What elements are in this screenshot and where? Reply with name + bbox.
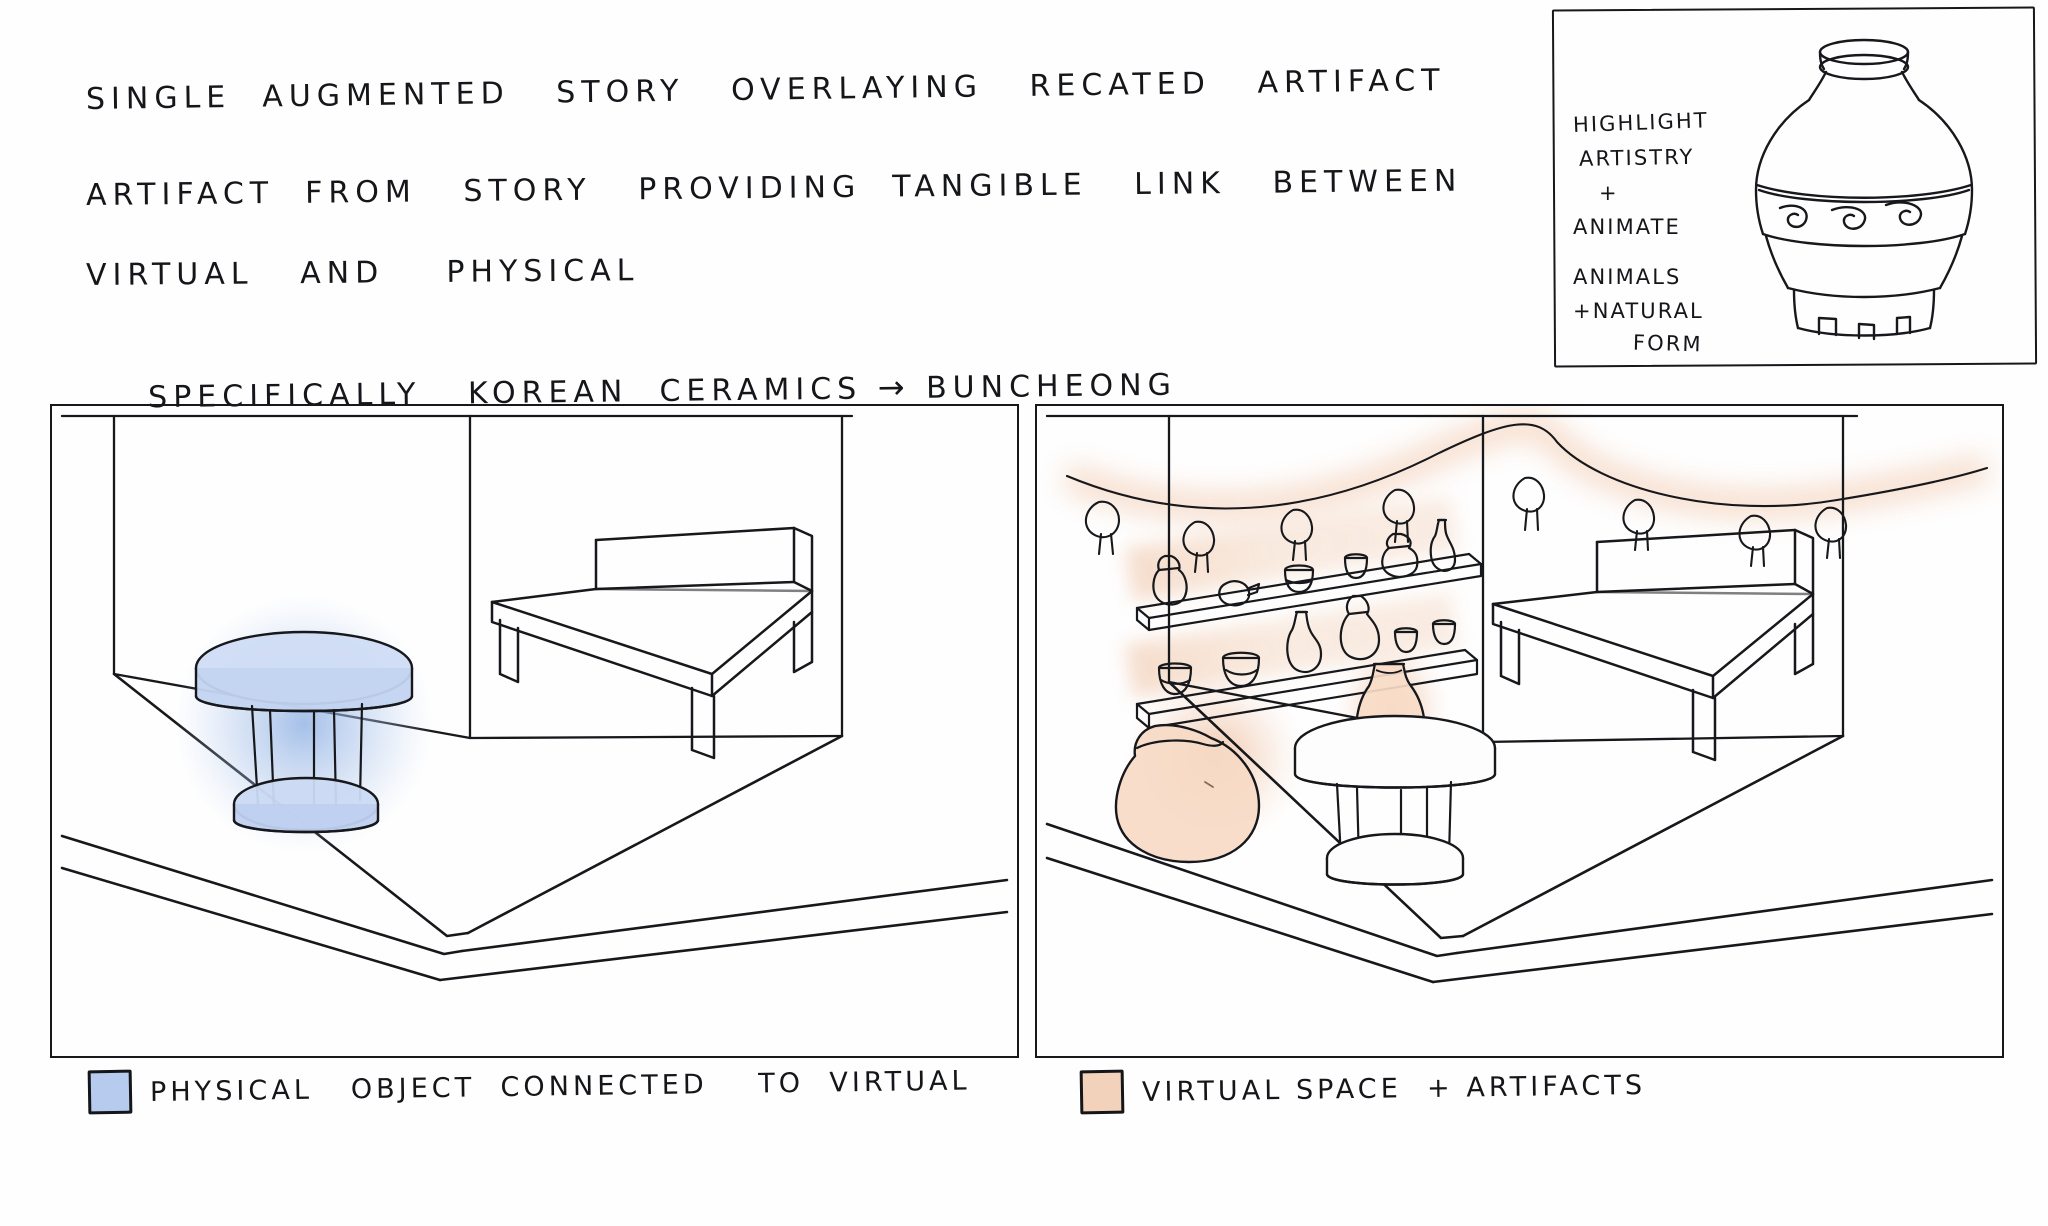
large-floor-pot: [1114, 723, 1261, 864]
artifact-note-5: +NATURAL: [1573, 299, 1704, 324]
floor: [1045, 680, 1994, 984]
legend-physical: PHYSICAL OBJECT CONNECTED TO VIRTUAL: [87, 1065, 971, 1115]
legend-label-physical: PHYSICAL OBJECT CONNECTED TO VIRTUAL: [149, 1065, 971, 1108]
room-walls: [1045, 414, 1859, 744]
physical-room-drawing: [60, 414, 1009, 982]
buncheong-vase-sketch: [1754, 38, 1974, 341]
legend-label-virtual: VIRTUAL SPACE + ARTIFACTS: [1141, 1069, 1647, 1108]
artifact-note-4: ANIMALS: [1573, 265, 1682, 290]
note-line-4-text-b: BUNCHEONG: [910, 367, 1178, 406]
plinth-table: [1293, 662, 1497, 886]
artifact-callout-panel: HIGHLIGHT ARTISTRY + ANIMATE ANIMALS +NA…: [1551, 6, 2038, 368]
bench: [490, 526, 814, 760]
physical-room-sketch: [50, 404, 1019, 1058]
arrow-right-icon: →: [877, 367, 911, 407]
note-line-1: SINGLE AUGMENTED STORY OVERLAYING RECATE…: [85, 63, 1446, 117]
upper-shelf: [1135, 518, 1483, 632]
augmented-room-sketch: [1035, 404, 2004, 1058]
augmented-room-drawing: [1045, 413, 1994, 984]
legend-virtual: VIRTUAL SPACE + ARTIFACTS: [1079, 1069, 1647, 1115]
floor: [60, 672, 1009, 982]
artifact-note-3: ANIMATE: [1573, 215, 1681, 240]
plinth-table-body: [194, 630, 414, 834]
note-line-3: VIRTUAL AND PHYSICAL: [85, 253, 640, 293]
hanging-string-lights: [1065, 423, 1989, 574]
lower-shelf: [1135, 594, 1479, 730]
legend-swatch-virtual: [1079, 1069, 1125, 1115]
artifact-annotation-list: HIGHLIGHT ARTISTRY + ANIMATE ANIMALS +NA…: [1573, 108, 1753, 358]
legend-swatch-physical: [87, 1069, 133, 1115]
bench: [1491, 528, 1815, 762]
note-line-2: ARTIFACT FROM STORY PROVIDING TANGIBLE L…: [85, 163, 1463, 213]
artifact-note-2: +: [1599, 181, 1619, 206]
